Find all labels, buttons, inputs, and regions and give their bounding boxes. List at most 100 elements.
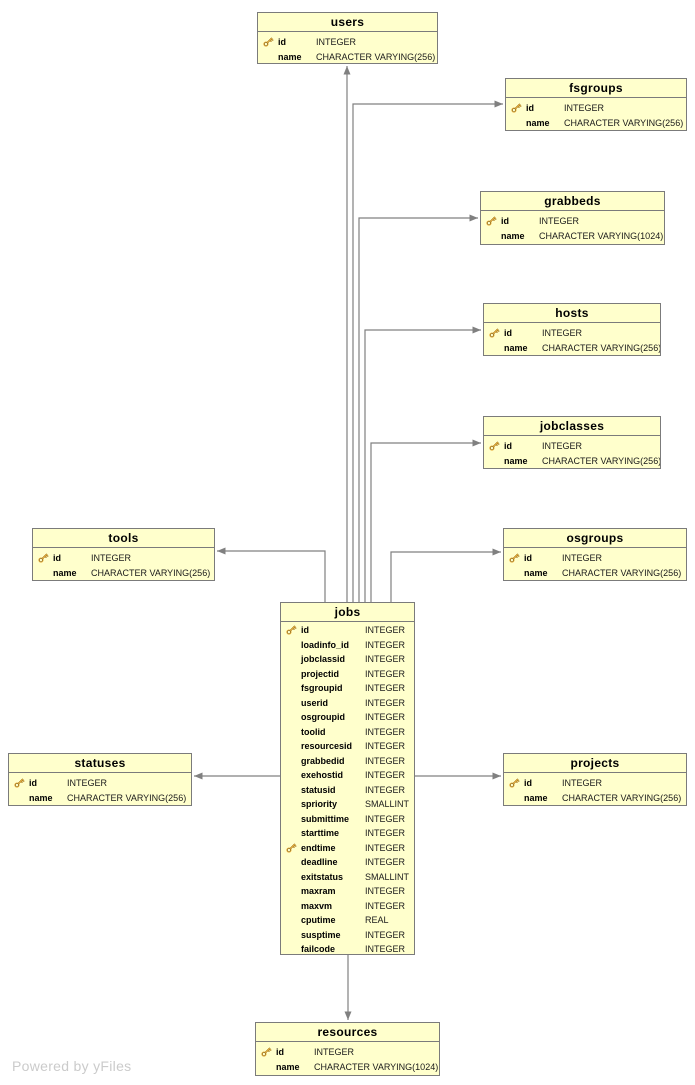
field-type: INTEGER: [365, 726, 406, 737]
field-type: INTEGER: [365, 857, 406, 868]
field-name: id: [53, 552, 61, 563]
field-name: id: [504, 440, 512, 451]
field-type: INTEGER: [365, 639, 406, 650]
field-name: spriority: [301, 799, 338, 810]
connector-jobs-hosts: [364, 326, 481, 602]
key-icon: [506, 102, 526, 114]
field-name: susptime: [301, 929, 341, 940]
entity-title-fsgroups: fsgroups: [506, 79, 686, 98]
field-type: CHARACTER VARYING(256): [562, 567, 682, 578]
field-name: name: [53, 567, 77, 578]
field-type: SMALLINT: [365, 799, 410, 810]
field-name: submittime: [301, 813, 350, 824]
field-name: name: [504, 342, 528, 353]
field-type: INTEGER: [365, 741, 406, 752]
field-name: resourcesid: [301, 741, 353, 752]
field-type: INTEGER: [365, 683, 406, 694]
connector-jobs-fsgroups: [352, 100, 503, 602]
key-icon: [504, 552, 524, 564]
field-type: INTEGER: [365, 842, 406, 853]
yfiles-watermark: Powered by yFiles: [12, 1058, 132, 1074]
field-type: SMALLINT: [365, 871, 410, 882]
field-name: userid: [301, 697, 329, 708]
field-name: id: [524, 777, 532, 788]
field-name: id: [524, 552, 532, 563]
key-icon: [281, 842, 301, 854]
entity-title-statuses: statuses: [9, 754, 191, 773]
field-type: CHARACTER VARYING(256): [562, 792, 682, 803]
key-icon: [484, 440, 504, 452]
field-type: INTEGER: [365, 944, 406, 955]
field-type: CHARACTER VARYING(256): [564, 117, 684, 128]
field-type: CHARACTER VARYING(256): [67, 792, 187, 803]
field-name: statusid: [301, 784, 336, 795]
entity-title-users: users: [258, 13, 437, 32]
table-row: resourcesid INTEGER: [281, 739, 414, 754]
field-name: id: [526, 102, 534, 113]
entity-fsgroups[interactable]: fsgroups id INTEGER name CHARACTER VARYING(…: [505, 78, 687, 131]
key-icon: [484, 327, 504, 339]
field-type: CHARACTER VARYING(1024): [539, 230, 664, 241]
key-icon: [256, 1046, 276, 1058]
key-icon: [9, 777, 29, 789]
field-type: INTEGER: [564, 102, 605, 113]
table-row: spriority SMALLINT: [281, 797, 414, 812]
field-name: projectid: [301, 668, 340, 679]
field-type: INTEGER: [316, 36, 357, 47]
connector-jobs-tools: [217, 547, 326, 602]
table-row: name CHARACTER VARYING(256): [506, 115, 686, 130]
entity-title-projects: projects: [504, 754, 686, 773]
field-name: failcode: [301, 944, 336, 955]
field-name: name: [526, 117, 550, 128]
entity-title-osgroups: osgroups: [504, 529, 686, 548]
field-type: REAL: [365, 915, 389, 926]
field-name: name: [524, 792, 548, 803]
table-row: id INTEGER: [506, 100, 686, 115]
key-icon: [281, 624, 301, 636]
field-name: id: [278, 36, 286, 47]
field-name: name: [29, 792, 53, 803]
field-name: id: [301, 625, 309, 636]
field-type: INTEGER: [539, 215, 580, 226]
field-type: INTEGER: [365, 828, 406, 839]
field-name: loadinfo_id: [301, 639, 349, 650]
field-type: INTEGER: [365, 770, 406, 781]
entity-title-hosts: hosts: [484, 304, 660, 323]
field-type: INTEGER: [314, 1046, 355, 1057]
field-type: INTEGER: [365, 900, 406, 911]
